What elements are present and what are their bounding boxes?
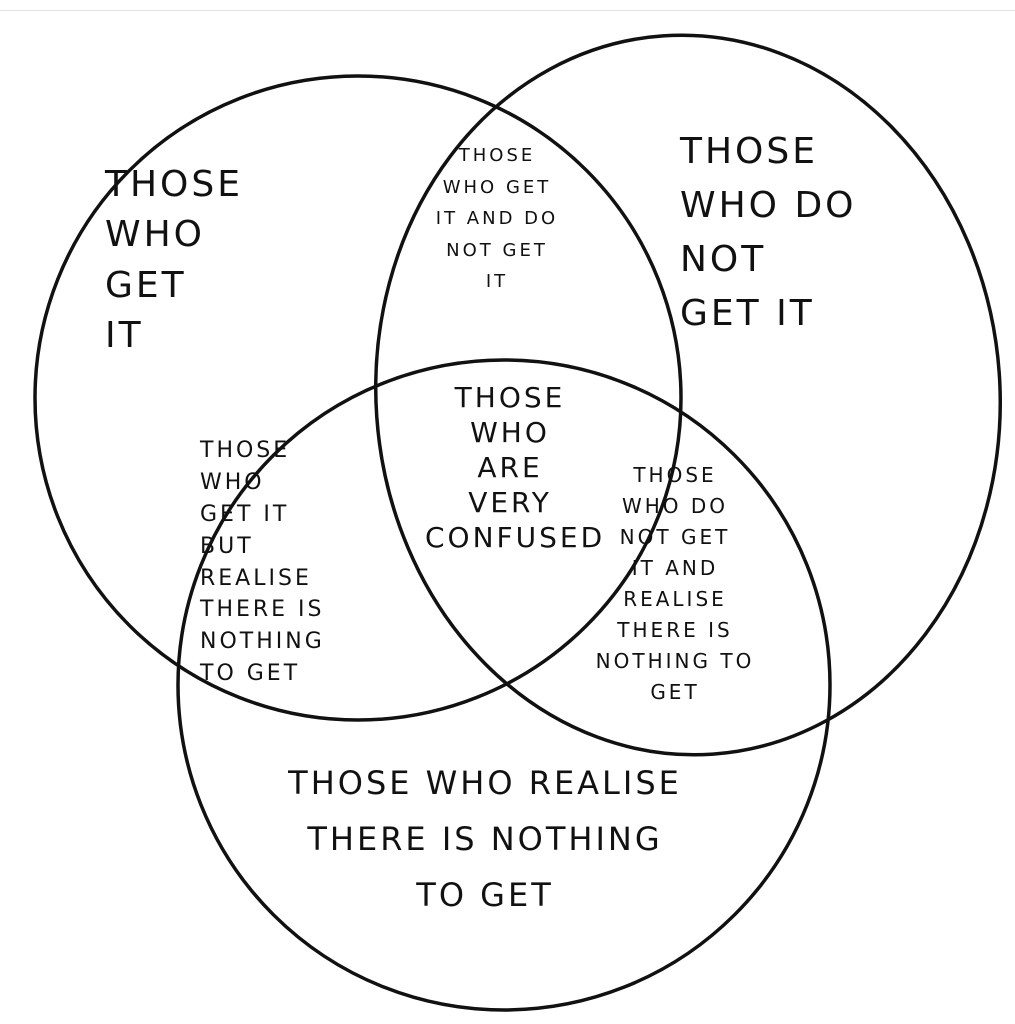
label-line: GET [650, 680, 700, 704]
label-line: THOSE [633, 463, 717, 487]
label-line: GET IT [680, 293, 815, 334]
label-line: NOT GET [446, 239, 548, 261]
label-line: WHO [200, 469, 265, 495]
label-line: THOSE [680, 131, 818, 172]
label-line: GET IT [200, 501, 290, 527]
label-line: BUT [200, 533, 254, 559]
label-line: THERE IS NOTHING [307, 820, 663, 858]
circle-not-get-it [373, 33, 1003, 757]
label-line: WHO GET [442, 176, 552, 198]
label-line: GET [105, 264, 187, 306]
label-line: VERY [468, 486, 552, 519]
label-line: THOSE WHO REALISE [288, 764, 682, 802]
label-line: IT [105, 315, 144, 357]
label-line: NOT GET [619, 525, 731, 549]
label-line: IT AND DO [435, 208, 559, 229]
label-line: THERE IS [617, 618, 733, 642]
label-line: THOSE [454, 381, 566, 414]
label-get-but-nothing: THOSE WHO GET IT BUT REALISE THERE IS NOTHING T… [200, 435, 325, 690]
label-not-get-it: THOSE WHO DO NOT GET IT [680, 125, 857, 341]
label-line: THOSE [458, 145, 536, 166]
label-line: IT [485, 271, 509, 292]
label-get-and-not-get: THOSE WHO GET IT AND DO NOT GET IT [412, 140, 582, 298]
label-line: TO GET [200, 661, 301, 687]
label-line: WHO DO [621, 494, 729, 518]
label-line: WHO [105, 214, 206, 256]
label-line: REALISE [200, 565, 312, 591]
label-line: THERE IS [200, 597, 325, 623]
label-line: NOT [680, 239, 767, 280]
label-realise-nothing: THOSE WHO REALISE THERE IS NOTHING TO GET [225, 755, 745, 923]
top-divider [0, 10, 1015, 11]
label-line: THOSE [105, 164, 243, 205]
label-line: CONFUSED [425, 521, 606, 554]
label-line: WHO DO [680, 185, 857, 226]
label-not-get-and-nothing: THOSE WHO DO NOT GET IT AND REALISE THERE IS N… [555, 460, 795, 708]
label-line: REALISE [623, 587, 727, 611]
circle-get-it [33, 74, 683, 722]
label-line: WHO [470, 416, 550, 449]
label-line: NOTHING TO [595, 649, 755, 673]
label-line: ARE [477, 451, 543, 484]
label-line: IT AND [631, 556, 719, 580]
label-line: TO GET [416, 876, 554, 914]
label-line: NOTHING [200, 629, 325, 655]
label-get-it: THOSE WHO GET IT [105, 160, 243, 362]
label-line: THOSE [200, 438, 291, 463]
circle-realise-nothing [176, 358, 832, 1012]
